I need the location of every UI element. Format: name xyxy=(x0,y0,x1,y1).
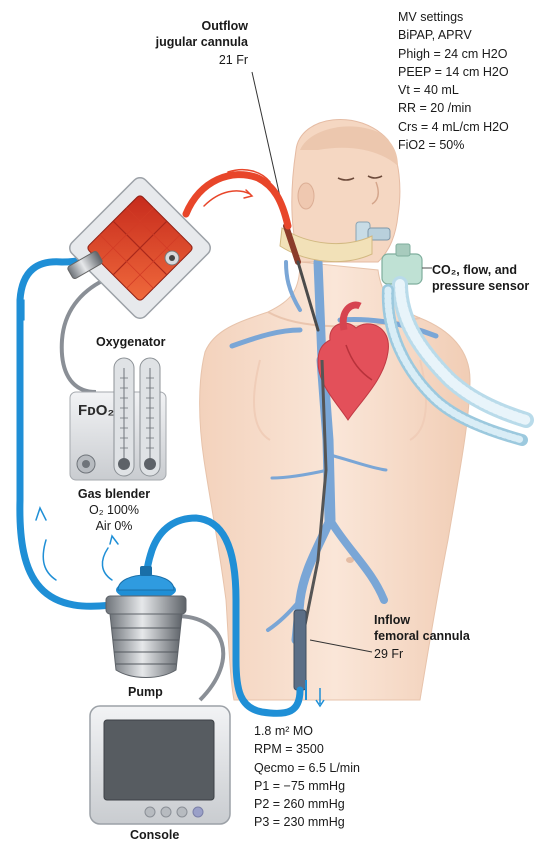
console xyxy=(90,706,230,824)
gas-blender xyxy=(70,358,166,480)
outflow-size: 21 Fr xyxy=(196,52,248,68)
outflow-title-line1: Outflow xyxy=(140,18,248,34)
ecmo-setting-0: 1.8 m² MO xyxy=(254,722,360,740)
console-label: Console xyxy=(130,827,179,843)
ecmo-setting-4: P2 = 260 mmHg xyxy=(254,795,360,813)
mv-setting-2: Phigh = 24 cm H2O xyxy=(398,45,509,63)
gas-blender-o2: O₂ 100% xyxy=(60,502,168,518)
oxygenator-label: Oxygenator xyxy=(96,334,165,350)
mv-setting-1: BiPAP, APRV xyxy=(398,26,509,44)
mv-settings-list: MV settings BiPAP, APRV Phigh = 24 cm H2… xyxy=(398,8,509,154)
mv-setting-6: Crs = 4 mL/cm H2O xyxy=(398,118,509,136)
outflow-label: Outflow jugular cannula xyxy=(140,18,248,50)
inflow-size: 29 Fr xyxy=(374,646,403,662)
sensor-line1: CO₂, flow, and xyxy=(432,262,529,278)
ecmo-settings-list: 1.8 m² MO RPM = 3500 Qecmo = 6.5 L/min P… xyxy=(254,722,360,832)
ecmo-setting-1: RPM = 3500 xyxy=(254,740,360,758)
inflow-title-line2: femoral cannula xyxy=(374,628,470,644)
outflow-title-line2: jugular cannula xyxy=(140,34,248,50)
fdo2-label: FᴅO₂ xyxy=(78,402,114,419)
gas-blender-label: Gas blender O₂ 100% Air 0% xyxy=(60,486,168,534)
sensor-label: CO₂, flow, and pressure sensor xyxy=(432,262,529,294)
co2-flow-pressure-sensor xyxy=(382,244,432,284)
pump-label: Pump xyxy=(128,684,163,700)
sensor-line2: pressure sensor xyxy=(432,278,529,294)
ecmo-setting-3: P1 = −75 mmHg xyxy=(254,777,360,795)
oxygenator xyxy=(66,174,213,321)
inflow-label: Inflow femoral cannula xyxy=(374,612,470,644)
mv-setting-7: FiO2 = 50% xyxy=(398,136,509,154)
centrifugal-pump xyxy=(106,566,186,678)
oxygenated-return-line xyxy=(186,170,288,226)
mv-setting-5: RR = 20 /min xyxy=(398,99,509,117)
mv-setting-3: PEEP = 14 cm H2O xyxy=(398,63,509,81)
ecmo-setting-2: Qecmo = 6.5 L/min xyxy=(254,759,360,777)
gas-blender-air: Air 0% xyxy=(60,518,168,534)
mv-setting-4: Vt = 40 mL xyxy=(398,81,509,99)
ecmo-setting-5: P3 = 230 mmHg xyxy=(254,813,360,831)
console-cable xyxy=(176,616,223,700)
inflow-title-line1: Inflow xyxy=(374,612,470,628)
gas-blender-title: Gas blender xyxy=(60,486,168,502)
mv-setting-0: MV settings xyxy=(398,8,509,26)
